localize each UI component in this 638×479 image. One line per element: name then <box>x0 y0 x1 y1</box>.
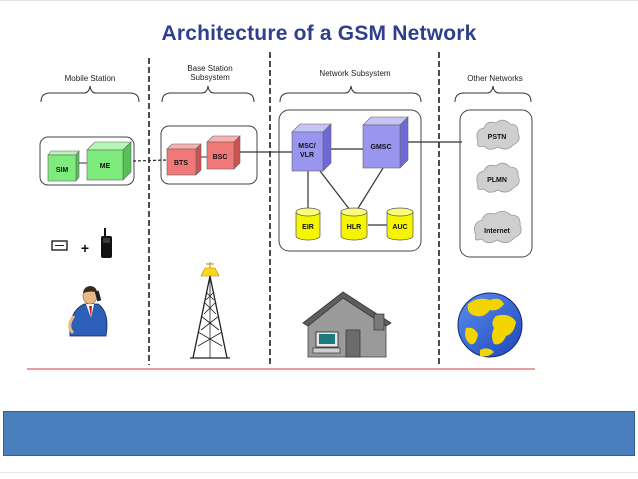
msc-label-line1: MSC/ <box>298 143 316 150</box>
brace-mobile-station <box>40 85 140 103</box>
gmsc-node: GMSC <box>362 116 409 169</box>
slide-title: Architecture of a GSM Network <box>161 22 477 45</box>
msc-vlr-node: MSC/ VLR <box>291 123 332 172</box>
bsc-node: BSC <box>206 135 241 170</box>
internet-label: Internet <box>484 228 510 235</box>
plmn-cloud: PLMN <box>476 162 520 193</box>
eir-label: EIR <box>302 224 314 231</box>
label-network-subsystem: Network Subsystem <box>319 69 391 78</box>
plus-sign: + <box>81 240 89 256</box>
top-border <box>0 0 638 1</box>
person-on-phone-icon <box>68 286 108 337</box>
auc-label: AUC <box>392 224 407 231</box>
bsc-label: BSC <box>213 154 228 161</box>
mobile-phone-icon <box>101 228 112 258</box>
sim-node: SIM <box>47 150 80 182</box>
msc-label-line2: VLR <box>300 152 314 159</box>
globe-icon <box>457 292 523 358</box>
label-other-networks: Other Networks <box>467 74 523 83</box>
antenna-tower-icon <box>190 262 230 359</box>
auc-database: AUC <box>386 207 414 241</box>
pstn-label: PSTN <box>488 134 507 141</box>
hlr-database: HLR <box>340 207 368 241</box>
bts-node: BTS <box>166 143 202 176</box>
label-mobile-station: Mobile Station <box>64 74 116 83</box>
gmsc-label: GMSC <box>371 144 392 151</box>
eir-database: EIR <box>295 207 321 241</box>
bottom-border <box>0 472 638 473</box>
pstn-cloud: PSTN <box>476 119 520 150</box>
phone-card-icon <box>51 240 68 251</box>
me-label: ME <box>100 163 111 170</box>
me-node: ME <box>86 141 132 181</box>
gmsc-hlr-link <box>356 167 384 211</box>
brace-other-networks <box>454 85 532 103</box>
brace-network-subsystem <box>279 85 422 103</box>
hlr-label: HLR <box>347 224 361 231</box>
plmn-label: PLMN <box>487 177 507 184</box>
brace-bss <box>161 85 255 103</box>
internet-cloud: Internet <box>474 210 522 244</box>
air-interface-link <box>132 159 169 162</box>
house-computer-icon <box>302 291 392 358</box>
label-bss-line1: Base Station <box>187 64 233 73</box>
bts-label: BTS <box>174 160 188 167</box>
msc-hlr-link <box>319 170 351 211</box>
label-bss-line2: Subsystem <box>190 73 230 82</box>
footer-bar <box>3 411 635 456</box>
sim-label: SIM <box>56 167 69 174</box>
